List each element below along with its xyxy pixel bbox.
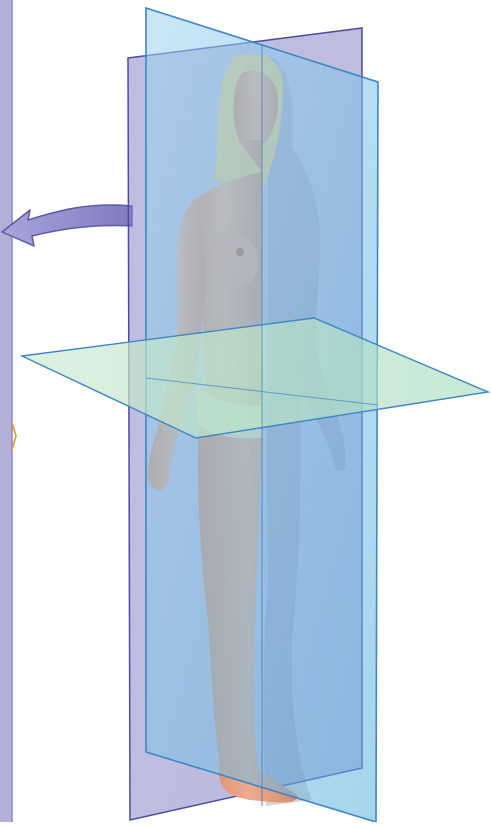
rotation-arrow [2, 205, 132, 246]
side-panel [0, 0, 12, 822]
transverse-plane [22, 318, 488, 438]
